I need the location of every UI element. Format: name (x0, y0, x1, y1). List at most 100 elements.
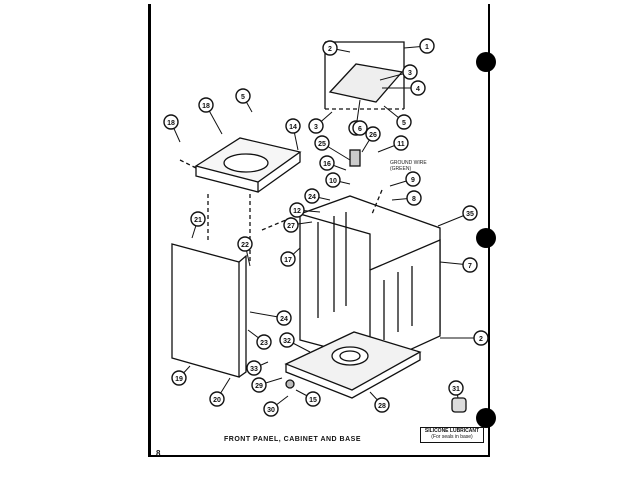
callout-c26: 26 (361, 126, 381, 153)
callout-c22: 22 (237, 236, 253, 267)
callout-c35: 35 (437, 205, 478, 227)
callout-number: 31 (452, 386, 460, 393)
callout-number: 29 (255, 383, 263, 390)
callout-c4: 4 (382, 80, 426, 96)
callout-number: 33 (250, 366, 258, 373)
callout-number: 19 (175, 376, 183, 383)
callout-number: 21 (194, 217, 202, 224)
callout-bubble (406, 190, 422, 206)
punch-hole-middle (476, 228, 496, 248)
callout-bubble (402, 64, 418, 80)
callout-bubble (171, 370, 187, 386)
callout-number: 14 (289, 124, 297, 131)
callout-bubble (279, 332, 295, 348)
callout-bubble (280, 251, 296, 267)
callout-bubble (276, 310, 292, 326)
page-number: 8 (156, 449, 161, 458)
callout-number: 23 (260, 340, 268, 347)
silicone-lubricant-box: SILICONE LUBRICANT (For seals in base) (420, 427, 484, 443)
front-panel (171, 243, 240, 378)
callout-bubble (283, 217, 299, 233)
callout-number: 26 (369, 132, 377, 139)
callout-bubble (198, 97, 214, 113)
callout-number: 25 (318, 141, 326, 148)
bracket-part (349, 149, 361, 167)
callout-c30: 30 (263, 395, 289, 417)
callout-bubble (396, 114, 412, 130)
callout-bubble (365, 126, 381, 142)
punch-hole-bottom (476, 408, 496, 428)
callout-number: 6 (358, 126, 362, 133)
callout-number: 9 (411, 177, 415, 184)
callout-c8: 8 (391, 190, 422, 206)
callout-c3a: 3 (379, 64, 418, 81)
callout-c10: 10 (325, 172, 351, 188)
lubricant-line2: (For seals in base) (431, 434, 473, 440)
callout-bubble (322, 40, 338, 56)
callout-number: 20 (213, 397, 221, 404)
callout-bubble (305, 391, 321, 407)
callout-c5: 5 (383, 105, 412, 130)
callout-number: 15 (309, 397, 317, 404)
ground-wire-line1: GROUND WIRE (390, 160, 427, 166)
ground-wire-label: GROUND WIRE (GREEN) (390, 160, 427, 172)
callout-c19: 19 (171, 365, 191, 386)
callout-bubble (419, 38, 435, 54)
foot-part (285, 379, 295, 389)
callout-bubble (289, 202, 305, 218)
callout-bubble (374, 397, 390, 413)
callout-number: 28 (378, 403, 386, 410)
callout-c18: 18 (163, 114, 181, 143)
callout-number: 2 (479, 336, 483, 343)
callout-c14: 14 (285, 118, 301, 151)
callout-c5b: 5 (235, 88, 253, 113)
callout-number: 3 (408, 70, 412, 77)
callout-c28: 28 (369, 391, 390, 413)
callout-number: 24 (280, 316, 288, 323)
callout-number: 17 (284, 257, 292, 264)
callout-bubble (462, 257, 478, 273)
callout-c23: 23 (247, 329, 272, 350)
callout-bubble (319, 155, 335, 171)
callout-bubble (314, 135, 330, 151)
callout-c25: 25 (314, 135, 351, 161)
callout-number: 22 (241, 242, 249, 249)
callout-c1: 1 (403, 38, 435, 54)
callout-bubble (190, 211, 206, 227)
callout-number: 2 (328, 46, 332, 53)
cabinet-front-opening (299, 213, 371, 270)
callout-number: 4 (416, 86, 420, 93)
scan-edge-bottom (148, 455, 490, 457)
callout-c16a: 16 (319, 155, 347, 171)
callout-c2b: 2 (440, 330, 489, 346)
callout-number: 5 (241, 94, 245, 101)
callout-number: 24 (308, 194, 316, 201)
callout-c33: 33 (246, 360, 269, 376)
callout-c9: 9 (389, 171, 421, 187)
callout-bubble (410, 80, 426, 96)
scan-edge-left (148, 4, 151, 456)
callout-bubble (209, 391, 225, 407)
callout-bubble (285, 118, 301, 134)
callout-c29: 29 (251, 377, 283, 393)
callout-c19top: 18 (198, 97, 223, 135)
callout-bubble (251, 377, 267, 393)
callout-c7: 7 (439, 257, 478, 273)
callout-c15: 15 (295, 389, 321, 407)
callout-bubble (235, 88, 251, 104)
callout-bubble (263, 401, 279, 417)
callout-bubble (448, 380, 464, 396)
callout-c21: 21 (190, 211, 206, 239)
callout-bubble (163, 114, 179, 130)
callout-bubble (462, 205, 478, 221)
callout-bubble (308, 118, 324, 134)
callout-c12: 12 (289, 202, 321, 218)
top-cover-opening (223, 153, 269, 173)
callout-c32: 32 (279, 332, 311, 353)
callout-c11: 11 (377, 135, 409, 153)
callout-number: 18 (202, 103, 210, 110)
callout-c17: 17 (280, 247, 301, 267)
callout-number: 18 (167, 120, 175, 127)
callout-c24b: 24 (249, 310, 292, 326)
callout-number: 30 (267, 407, 275, 414)
